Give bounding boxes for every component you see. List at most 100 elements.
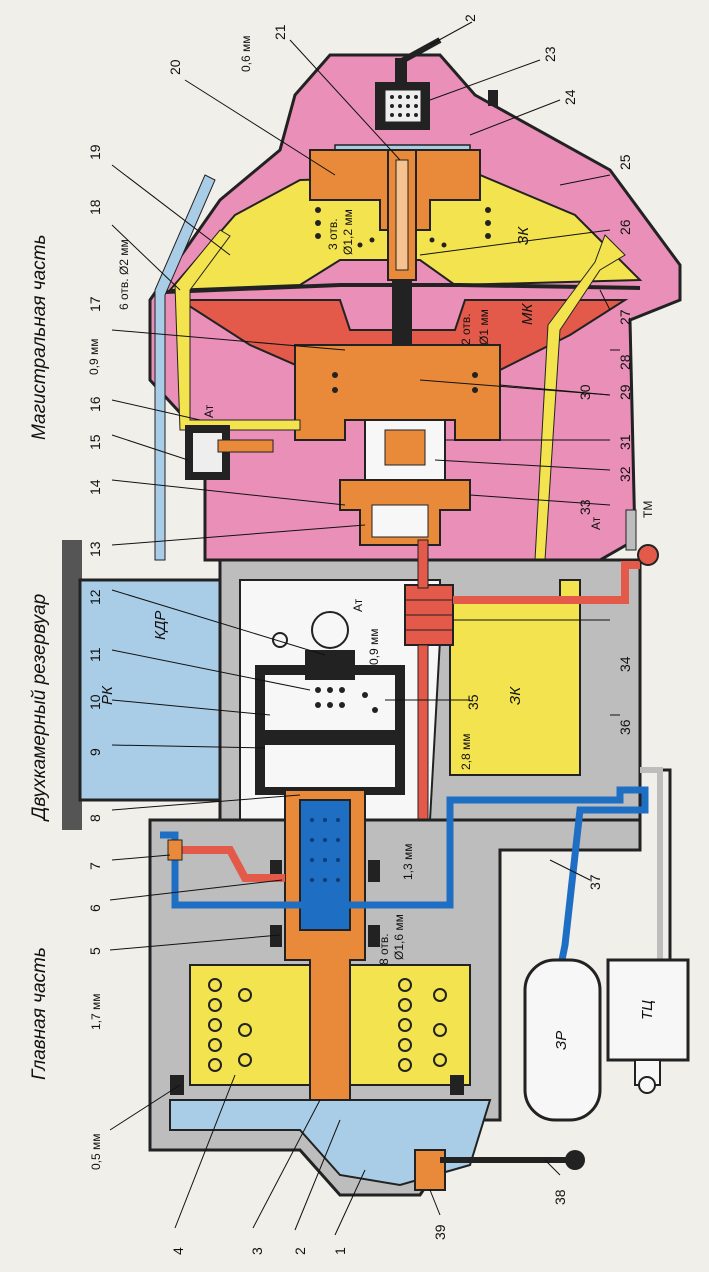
springs-11 [315, 687, 378, 713]
callout-10: 10 [87, 694, 103, 710]
dim-1-6: Ø1,6 мм [392, 914, 406, 960]
piston-12 [305, 650, 355, 680]
zone-tm: ТМ [641, 501, 655, 518]
callout-15: 15 [87, 434, 103, 450]
callout-numbers: 1 2 3 4 5 6 7 8 9 10 11 12 13 14 15 16 1… [87, 14, 633, 1255]
dim-2otv: 2 отв. [459, 313, 473, 345]
zone-at-3: Ат [589, 516, 603, 530]
section-reservoir: Двухкамерный резервуар [29, 594, 50, 822]
zone-tc: ТЦ [639, 1000, 656, 1020]
rk-chamber [78, 578, 222, 802]
callout-37: 37 [587, 874, 603, 890]
handle-2-top [395, 58, 407, 84]
dim-2-8: 2,8 мм [459, 733, 473, 770]
callout-39: 39 [432, 1224, 448, 1240]
dim-0-9a: 0,9 мм [367, 628, 381, 665]
zr-reservoir [523, 958, 602, 1122]
callout-35: 35 [465, 694, 481, 710]
cover-circle-right [272, 632, 288, 648]
blue-rod-holes [310, 818, 340, 882]
blue-rod [299, 799, 351, 931]
zone-zk-main: ЗК [507, 686, 524, 705]
callout-7: 7 [87, 862, 103, 870]
section-magistral: Магистральная часть [29, 235, 50, 440]
red-line-tm [453, 561, 640, 604]
callout-2-top: 2 [462, 14, 478, 22]
tm-pipe [625, 509, 637, 551]
springs-main [208, 978, 447, 1072]
callout-3: 3 [249, 1247, 265, 1255]
pipe-tc-inner [640, 767, 663, 960]
tc-cylinder [606, 958, 690, 1062]
callout-4: 4 [170, 1247, 186, 1255]
zone-at-2: Ат [351, 598, 365, 612]
callout-20: 20 [167, 59, 183, 75]
red-line-left [175, 846, 285, 882]
callout-16: 16 [87, 396, 103, 412]
callout-8: 8 [87, 814, 103, 822]
zone-mk: МК [519, 303, 536, 325]
callout-17: 17 [87, 296, 103, 312]
springs-zk-magistral [315, 207, 491, 248]
callout-34: 34 [617, 656, 633, 672]
dim-0-6: 0,6 мм [239, 35, 253, 72]
section-main: Главная часть [29, 947, 50, 1080]
callout-32: 32 [617, 466, 633, 482]
zone-zr: ЗР [553, 1031, 570, 1050]
filter-dots [390, 95, 418, 117]
lever-38-knob [565, 1150, 585, 1170]
blue-channel-left [154, 174, 216, 561]
callout-14: 14 [87, 479, 103, 495]
dim-6otv: 6 отв. Ø2 мм [117, 239, 131, 310]
valve-39 [414, 1149, 446, 1191]
callout-leaders [109, 21, 620, 1236]
tm-fitting [637, 544, 659, 566]
zone-zk-mag: ЗК [515, 226, 532, 245]
callout-19: 19 [87, 144, 103, 160]
callout-25: 25 [617, 154, 633, 170]
callout-18: 18 [87, 199, 103, 215]
valve-16-inner [193, 433, 222, 472]
callout-12: 12 [87, 589, 103, 605]
bolt-right-top [488, 90, 498, 106]
zone-kdr: КДР [152, 611, 169, 640]
callout-26: 26 [617, 219, 633, 235]
callout-13: 13 [87, 541, 103, 557]
callout-5: 5 [87, 947, 103, 955]
springs-piston [332, 372, 478, 393]
callout-29: 29 [617, 384, 633, 400]
rk-flange [62, 540, 82, 830]
dim-1-7: 1,7 мм [89, 993, 103, 1030]
callout-11: 11 [87, 647, 103, 662]
dim-1-3: 1,3 мм [401, 843, 415, 880]
dim-3otv: 3 отв. [326, 218, 340, 250]
red-channel-top [417, 539, 429, 589]
zone-rk: РК [99, 685, 116, 705]
valve-16-stem [217, 439, 274, 453]
stem-21-inner [395, 159, 409, 271]
callout-6: 6 [87, 904, 103, 912]
blue-line-zr [160, 786, 649, 961]
callout-33: 33 [577, 499, 593, 515]
callout-24: 24 [562, 89, 578, 105]
callout-9: 9 [87, 748, 103, 756]
zone-at-1: Ат [202, 404, 216, 418]
callout-1: 1 [332, 1247, 348, 1255]
callout-23: 23 [542, 46, 558, 62]
main-bottom-blue [169, 1099, 492, 1187]
piston-block-29 [294, 344, 501, 441]
callout-31: 31 [617, 434, 633, 450]
valve-11-lower [265, 745, 395, 787]
tc-eye [638, 1076, 656, 1094]
dim-0-9b: 0,9 мм [87, 338, 101, 375]
valve-7 [167, 839, 183, 861]
dim-1-2: Ø1,2 мм [341, 209, 355, 255]
callout-38: 38 [552, 1189, 568, 1205]
valve-13-inner [371, 504, 429, 538]
callout-2: 2 [292, 1247, 308, 1255]
cover-circle [311, 611, 349, 649]
valve-31-core [384, 429, 426, 466]
dim-0-5: 0,5 мм [89, 1133, 103, 1170]
